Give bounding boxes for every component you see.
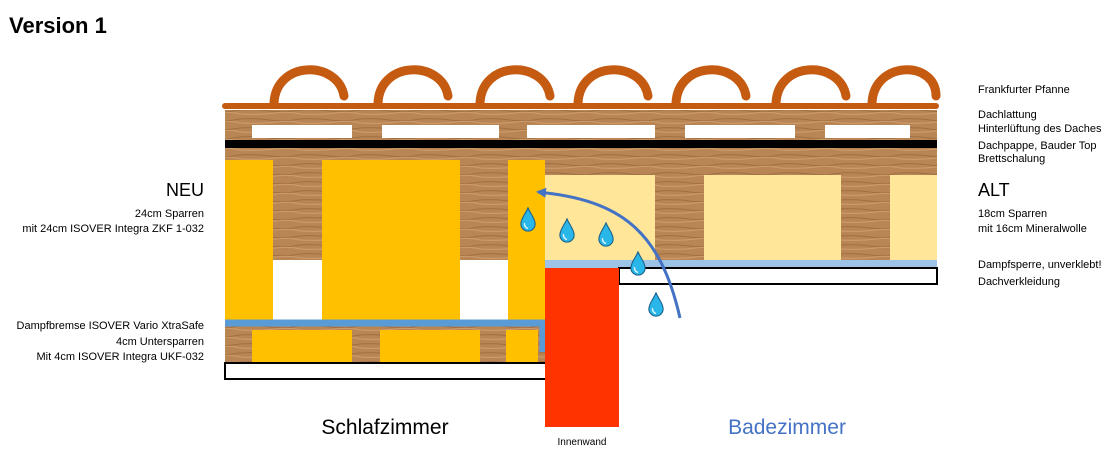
ceiling-label: Dachverkleidung xyxy=(978,276,1060,288)
roof-felt-layer xyxy=(225,140,937,148)
airflow-arrow-icon xyxy=(536,187,682,319)
old-rafters-label: 18cm Sparren xyxy=(978,208,1047,220)
roof-tile-icon xyxy=(373,65,453,108)
vapor-brake-label: Dampfbremse ISOVER Vario XtraSafe xyxy=(17,320,204,332)
roof-tile-icon xyxy=(867,65,941,108)
ceiling-panel-left xyxy=(224,362,547,380)
inner-wall xyxy=(545,268,619,427)
ventilation-label: Hinterlüftung des Daches xyxy=(978,123,1102,135)
bedroom-label: Schlafzimmer xyxy=(321,416,448,439)
roof-tile-icon xyxy=(475,65,555,108)
new-rafters-label: 24cm Sparren xyxy=(135,208,204,220)
ventilation-gaps xyxy=(252,125,910,138)
sub-rafter-insulation xyxy=(252,330,538,362)
bathroom-label: Badezimmer xyxy=(728,416,846,439)
board-sheathing xyxy=(225,148,937,160)
old-insulation-label: mit 16cm Mineralwolle xyxy=(978,223,1087,235)
sub-insulation-label: Mit 4cm ISOVER Integra UKF-032 xyxy=(37,351,205,363)
vapor-brake-line xyxy=(225,319,547,352)
water-droplet-icon xyxy=(648,292,664,317)
felt-label: Dachpappe, Bauder Top xyxy=(978,140,1096,152)
roof-tile-icon xyxy=(671,65,751,108)
page-title: Version 1 xyxy=(9,13,107,38)
roof-tile-icon xyxy=(269,65,349,108)
sub-rafters-label: 4cm Untersparren xyxy=(116,336,204,348)
roof-tile-icon xyxy=(771,65,851,108)
inner-wall-label: Innenwand xyxy=(558,437,607,448)
boarding-label: Brettschalung xyxy=(978,153,1045,165)
new-insulation xyxy=(225,160,545,320)
battens-label: Dachlattung xyxy=(978,109,1037,121)
vapor-barrier-label: Dampfsperre, unverklebt! xyxy=(978,259,1102,271)
tiles-label: Frankfurter Pfanne xyxy=(978,84,1070,96)
old-insulation xyxy=(545,175,937,260)
new-side-heading: NEU xyxy=(166,180,204,200)
roof-tile-icon xyxy=(573,65,653,108)
old-side-heading: ALT xyxy=(978,180,1010,200)
vapor-barrier-line xyxy=(545,260,937,268)
roof-tiles xyxy=(222,65,941,109)
new-insulation-label: mit 24cm ISOVER Integra ZKF 1-032 xyxy=(22,223,204,235)
